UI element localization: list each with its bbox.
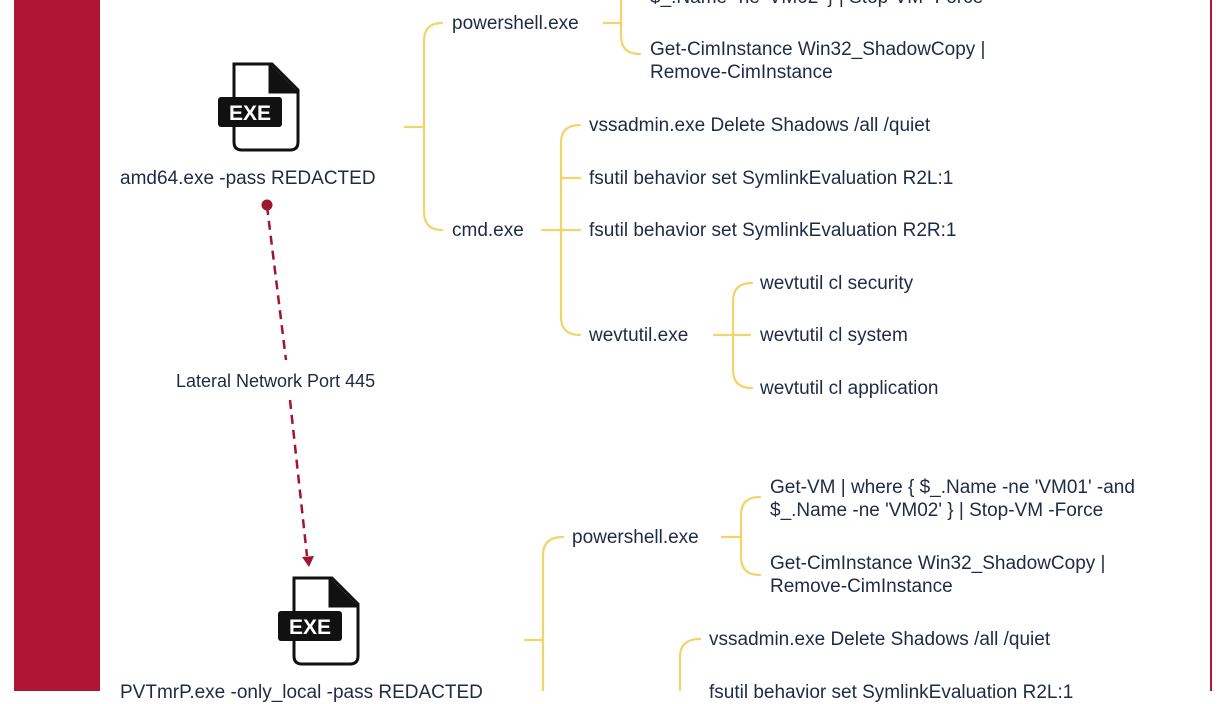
frame-border-left bbox=[14, 0, 16, 691]
exe-file-icon: EXE bbox=[216, 62, 302, 152]
bracket-root2 bbox=[523, 535, 565, 691]
bracket-wev1 bbox=[712, 281, 754, 390]
left-accent-band bbox=[15, 0, 100, 691]
wevtutil-command-text: wevtutil cl security bbox=[760, 273, 914, 294]
cmd-command-text: fsutil behavior set SymlinkEvaluation R2… bbox=[589, 168, 954, 189]
bracket-root1 bbox=[403, 21, 444, 232]
ps-command-text: Remove-CimInstance bbox=[650, 62, 833, 83]
wevtutil-node: wevtutil.exe bbox=[589, 325, 689, 346]
frame-border-right bbox=[1210, 0, 1212, 691]
ps-command-text: $_.Name -ne 'VM02' } | Stop-VM -Force bbox=[650, 0, 983, 9]
ps-command-text: Get-CimInstance Win32_ShadowCopy | bbox=[770, 553, 1106, 574]
bracket-ps1 bbox=[602, 0, 642, 56]
cmd-command-text: vssadmin.exe Delete Shadows /all /quiet bbox=[709, 629, 1051, 650]
root-process-label: PVTmrP.exe -only_local -pass REDACTED bbox=[120, 682, 483, 703]
lateral-arrow-origin-dot bbox=[261, 199, 273, 211]
ps-command-text: Remove-CimInstance bbox=[770, 576, 953, 597]
svg-text:EXE: EXE bbox=[229, 102, 271, 125]
lateral-movement-label: Lateral Network Port 445 bbox=[176, 371, 376, 391]
ps-command-text: Get-VM | where { $_.Name -ne 'VM01' -and bbox=[770, 477, 1135, 498]
powershell-node: powershell.exe bbox=[572, 527, 699, 548]
bracket-ps2 bbox=[720, 495, 762, 577]
powershell-node: powershell.exe bbox=[452, 13, 579, 34]
lateral-arrow-head bbox=[302, 556, 314, 567]
lateral-arrow-line-upper bbox=[265, 205, 288, 361]
wevtutil-command-text: wevtutil cl system bbox=[760, 325, 908, 346]
root-process-label: amd64.exe -pass REDACTED bbox=[120, 168, 376, 189]
ps-command-text: $_.Name -ne 'VM02' } | Stop-VM -Force bbox=[770, 500, 1104, 521]
ps-command-text: Get-CimInstance Win32_ShadowCopy | bbox=[650, 39, 986, 60]
cmd-command-text: fsutil behavior set SymlinkEvaluation R2… bbox=[589, 220, 957, 241]
cmd-command-text: vssadmin.exe Delete Shadows /all /quiet bbox=[589, 115, 931, 136]
cmd-node: cmd.exe bbox=[452, 220, 524, 241]
lateral-arrow-line-lower bbox=[288, 399, 309, 557]
wevtutil-command-text: wevtutil cl application bbox=[760, 378, 939, 399]
exe-file-icon: EXE bbox=[276, 576, 362, 666]
bracket-cmd1 bbox=[540, 123, 582, 337]
svg-text:EXE: EXE bbox=[289, 616, 331, 639]
bracket-cmd2 bbox=[678, 637, 702, 691]
cmd-command-text: fsutil behavior set SymlinkEvaluation R2… bbox=[709, 682, 1074, 703]
